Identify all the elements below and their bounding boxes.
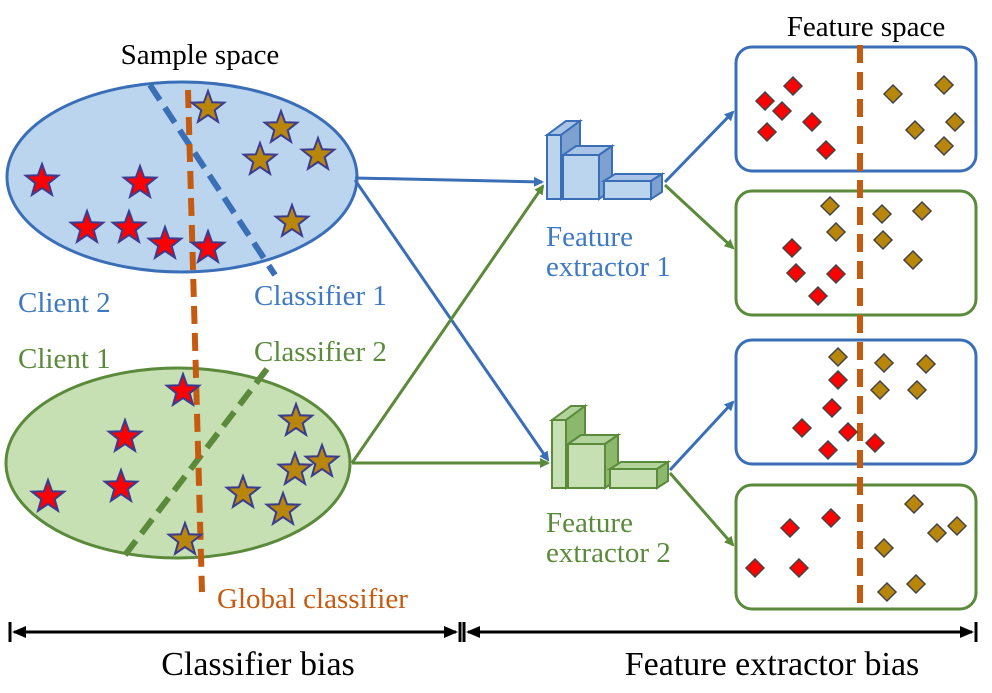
red-diamond-icon xyxy=(827,369,849,391)
client2-sample-ellipse xyxy=(5,80,359,274)
gold-diamond-icon xyxy=(902,249,924,271)
gold-diamond-icon xyxy=(869,379,891,401)
gold-diamond-icon xyxy=(873,537,895,559)
client1-label: Client 1 xyxy=(18,343,111,375)
global-classifier-boundary xyxy=(185,89,205,593)
gold-star-icon xyxy=(241,140,279,177)
gold-diamond-icon xyxy=(825,221,847,243)
feature-extractor-1-label-line1: Feature xyxy=(546,221,633,253)
gold-star-icon xyxy=(299,135,337,172)
gold-diamond-icon xyxy=(944,111,966,133)
red-diamond-icon xyxy=(782,75,804,97)
red-diamond-icon xyxy=(801,111,823,133)
gold-diamond-icon xyxy=(911,200,933,222)
gold-star-icon xyxy=(224,473,262,510)
classifier2-boundary xyxy=(122,363,273,557)
gold-star-icon xyxy=(166,520,204,557)
arrow-client1-to-fe1 xyxy=(350,184,545,464)
red-star-icon xyxy=(146,224,184,261)
gold-diamond-icon xyxy=(827,346,849,368)
red-diamond-icon xyxy=(791,417,813,439)
gold-diamond-icon xyxy=(882,83,904,105)
feature-space-label: Feature space xyxy=(787,11,946,43)
classifier-bias-label: Classifier bias xyxy=(161,646,355,683)
feature-box-3 xyxy=(734,338,978,466)
feature-extractor-bias-arrow xyxy=(462,622,978,642)
red-diamond-icon xyxy=(779,517,801,539)
arrow-fe1-to-box2 xyxy=(663,183,735,250)
gold-diamond-icon xyxy=(933,135,955,157)
feature-extractor-2-label-line2: extractor 2 xyxy=(546,537,671,569)
gold-star-icon xyxy=(273,202,311,239)
gold-diamond-icon xyxy=(903,493,925,515)
red-star-icon xyxy=(110,208,148,245)
red-star-icon xyxy=(189,228,227,265)
red-star-icon xyxy=(121,163,159,200)
red-star-icon xyxy=(29,477,67,514)
gold-star-icon xyxy=(303,442,341,479)
gold-star-icon xyxy=(276,450,314,487)
feature-extractor-1-label-line2: extractor 1 xyxy=(546,251,671,283)
gold-diamond-icon xyxy=(933,74,955,96)
red-diamond-icon xyxy=(756,121,778,143)
gold-diamond-icon xyxy=(946,515,968,537)
feature-extractor-bias-label: Feature extractor bias xyxy=(625,646,920,683)
red-diamond-icon xyxy=(807,285,829,307)
gold-star-icon xyxy=(262,108,300,145)
red-star-icon xyxy=(68,208,106,245)
classifier2-label: Classifier 2 xyxy=(254,336,387,368)
feature-extractor-1-icon xyxy=(543,119,666,201)
gold-star-icon xyxy=(264,490,302,527)
red-star-icon xyxy=(164,371,202,408)
red-diamond-icon xyxy=(788,557,810,579)
gold-diamond-icon xyxy=(871,203,893,225)
feature-box-2 xyxy=(734,189,978,317)
gold-diamond-icon xyxy=(905,573,927,595)
arrow-fe2-to-box3 xyxy=(668,400,735,472)
red-diamond-icon xyxy=(815,139,837,161)
red-star-icon xyxy=(106,417,144,454)
red-star-icon xyxy=(102,467,140,504)
red-diamond-icon xyxy=(744,557,766,579)
classifier1-label: Classifier 1 xyxy=(254,280,387,312)
red-diamond-icon xyxy=(771,100,793,122)
gold-diamond-icon xyxy=(819,195,841,217)
classifier1-boundary xyxy=(147,83,278,277)
gold-diamond-icon xyxy=(915,353,937,375)
gold-diamond-icon xyxy=(906,379,928,401)
red-star-icon xyxy=(23,161,61,198)
gold-diamond-icon xyxy=(876,581,898,603)
arrow-client2-to-fe1 xyxy=(354,176,544,187)
red-diamond-icon xyxy=(754,90,776,112)
gold-diamond-icon xyxy=(926,522,948,544)
arrow-fe2-to-box4 xyxy=(668,472,735,547)
red-diamond-icon xyxy=(781,237,803,259)
gold-diamond-icon xyxy=(904,119,926,141)
gold-star-icon xyxy=(277,401,315,438)
feature-extractor-2-icon xyxy=(548,404,672,490)
gold-star-icon xyxy=(189,88,227,125)
global-classifier-label: Global classifier xyxy=(217,583,408,615)
red-diamond-icon xyxy=(864,432,886,454)
client2-label: Client 2 xyxy=(18,287,111,319)
feature-extractor-2-label-line1: Feature xyxy=(546,507,633,539)
red-diamond-icon xyxy=(837,421,859,443)
red-diamond-icon xyxy=(821,397,843,419)
gold-diamond-icon xyxy=(873,352,895,374)
red-diamond-icon xyxy=(825,263,847,285)
red-diamond-icon xyxy=(817,439,839,461)
gold-diamond-icon xyxy=(872,229,894,251)
classifier-bias-arrow xyxy=(8,622,462,642)
client1-sample-ellipse xyxy=(4,366,352,560)
arrow-fe1-to-box1 xyxy=(663,110,735,184)
sample-space-label: Sample space xyxy=(121,39,280,71)
feature-box-1 xyxy=(734,45,978,173)
feature-diamonds xyxy=(744,74,968,603)
feature-box-4 xyxy=(734,483,978,611)
red-diamond-icon xyxy=(820,507,842,529)
sample-stars xyxy=(23,88,341,557)
red-diamond-icon xyxy=(785,262,807,284)
